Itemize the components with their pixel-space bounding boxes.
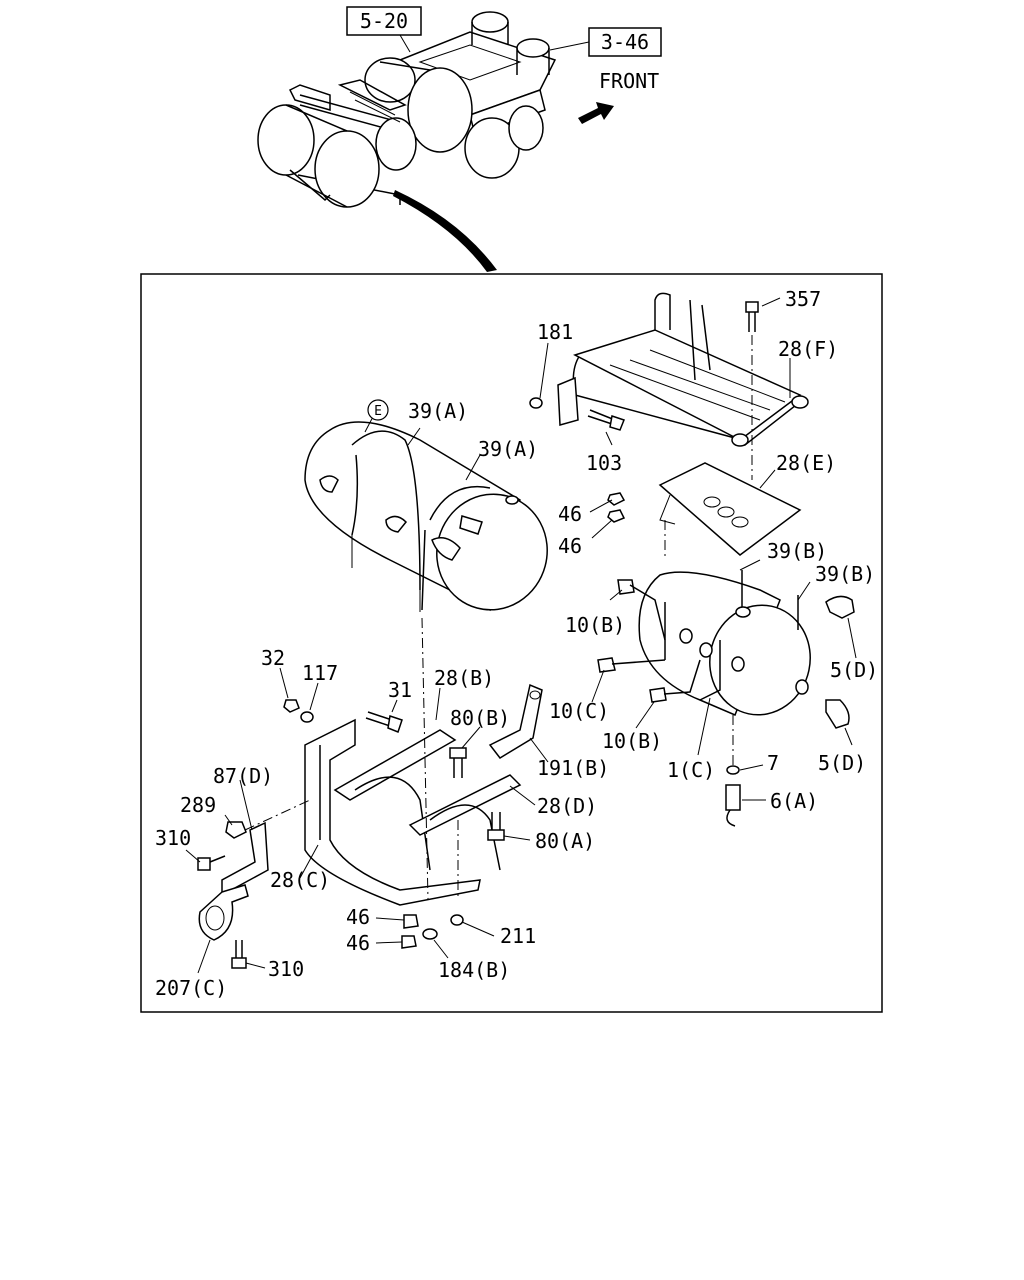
callout-32[interactable]: 32	[261, 646, 285, 670]
washer-7	[726, 765, 740, 775]
centerline-large-tank	[421, 617, 429, 901]
callout-39b-lower[interactable]: 39(B)	[815, 562, 875, 586]
callout-28b[interactable]: 28(B)	[434, 666, 494, 690]
bolt-80a	[487, 812, 505, 841]
elbow-5d-lower	[825, 699, 850, 729]
nut-46-lower-b	[401, 935, 417, 949]
front-indicator: FRONT	[578, 69, 659, 124]
bracket-191b	[488, 683, 543, 759]
callout-357[interactable]: 357	[785, 287, 821, 311]
callout-87d[interactable]: 87(D)	[213, 764, 273, 788]
bolt-310-upper	[197, 855, 226, 871]
callout-46-upper-a[interactable]: 46	[558, 502, 582, 526]
detail-frame	[140, 273, 883, 1013]
reference-label: 5-20	[360, 9, 408, 33]
callout-10c[interactable]: 10(C)	[549, 699, 609, 723]
callout-46-lower-a[interactable]: 46	[346, 905, 370, 929]
elbow-5d-upper	[825, 595, 855, 619]
air-tank-large	[304, 421, 548, 612]
bolt-357	[745, 301, 759, 480]
overview-assembly	[257, 11, 557, 272]
washer-211	[450, 914, 464, 926]
callout-46-upper-b[interactable]: 46	[558, 534, 582, 558]
callout-289[interactable]: 289	[180, 793, 216, 817]
callout-6a[interactable]: 6(A)	[770, 789, 818, 813]
callout-labels: 357 28(F) 181 103 28(E) 46 46 39(B) 39(B…	[155, 287, 878, 1000]
bolt-31	[365, 711, 403, 733]
callout-191b[interactable]: 191(B)	[537, 756, 609, 780]
air-tank-small	[638, 570, 811, 716]
bolt-310-lower	[231, 940, 247, 969]
callout-10b-upper[interactable]: 10(B)	[565, 613, 625, 637]
callout-184b[interactable]: 184(B)	[438, 958, 510, 982]
callout-28d[interactable]: 28(D)	[537, 794, 597, 818]
callout-10b-lower[interactable]: 10(B)	[602, 729, 662, 753]
callout-80a[interactable]: 80(A)	[535, 829, 595, 853]
front-arrow-icon	[578, 102, 614, 124]
view-marker-e: E	[367, 399, 389, 421]
callout-310-upper[interactable]: 310	[155, 826, 191, 850]
callout-310-lower[interactable]: 310	[268, 957, 304, 981]
callout-117[interactable]: 117	[302, 661, 338, 685]
callout-28e[interactable]: 28(E)	[776, 451, 836, 475]
nut-46-lower-a	[403, 914, 419, 929]
callout-39a-left[interactable]: 39(A)	[408, 399, 468, 423]
callout-28c[interactable]: 28(C)	[270, 868, 330, 892]
leader-lines	[185, 297, 857, 974]
marker-e-label: E	[374, 404, 382, 419]
washer-181	[529, 397, 543, 409]
fitting-10b-lower	[649, 659, 701, 703]
callout-181[interactable]: 181	[537, 320, 573, 344]
fitting-10c	[597, 657, 666, 673]
bracket-28f	[557, 292, 809, 447]
callout-5d-upper[interactable]: 5(D)	[830, 658, 878, 682]
washer-117	[300, 711, 314, 723]
reference-box-side[interactable]: 3-46	[549, 27, 662, 57]
drain-valve-6a	[725, 784, 741, 827]
callout-39b-upper[interactable]: 39(B)	[767, 539, 827, 563]
reference-box-top[interactable]: 5-20	[346, 6, 422, 53]
callout-80b[interactable]: 80(B)	[450, 706, 510, 730]
nut-289	[225, 821, 247, 839]
bolt-103	[587, 409, 625, 431]
callout-39a-right[interactable]: 39(A)	[478, 437, 538, 461]
bracket-28c	[304, 718, 522, 906]
bolt-80b	[449, 747, 467, 778]
front-label: FRONT	[599, 69, 659, 93]
callout-46-lower-b[interactable]: 46	[346, 931, 370, 955]
nut-46-upper	[607, 492, 626, 523]
callout-31[interactable]: 31	[388, 678, 412, 702]
callout-5d-lower[interactable]: 5(D)	[818, 751, 866, 775]
clamp-207c	[198, 884, 249, 941]
callout-103[interactable]: 103	[586, 451, 622, 475]
callout-28f[interactable]: 28(F)	[778, 337, 838, 361]
callout-7[interactable]: 7	[767, 751, 779, 775]
bracket-28e	[658, 462, 802, 560]
reference-label: 3-46	[601, 30, 649, 54]
nut-32	[283, 699, 300, 713]
callout-1c[interactable]: 1(C)	[667, 758, 715, 782]
washer-184b	[422, 928, 438, 940]
callout-207c[interactable]: 207(C)	[155, 976, 227, 1000]
callout-211[interactable]: 211	[500, 924, 536, 948]
